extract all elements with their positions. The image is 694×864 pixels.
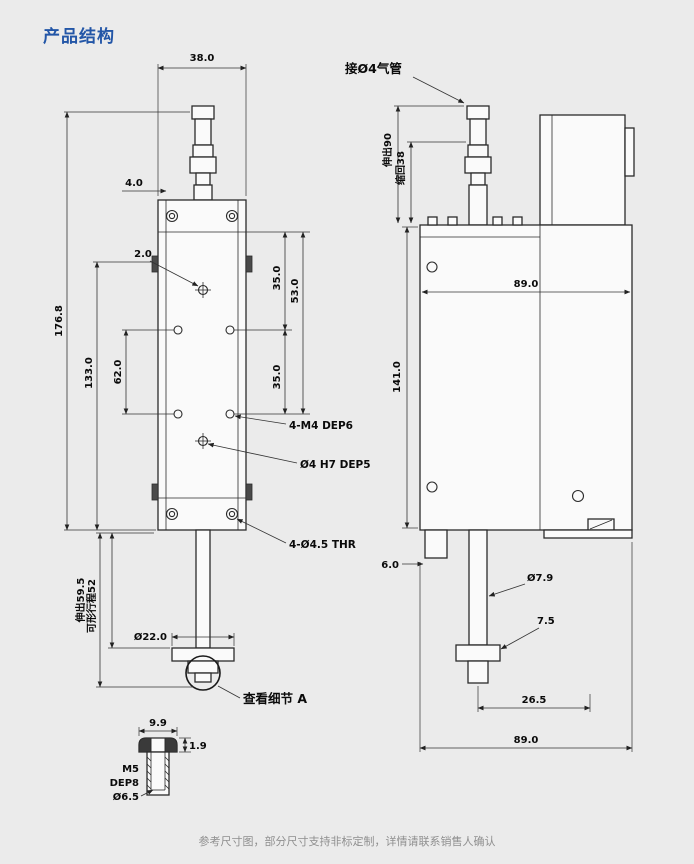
front-view: 38.0 176.8 133.0 4.0 2.0 62.0	[54, 53, 371, 706]
label-extend-stroke: 伸出59.5	[74, 578, 87, 624]
label-o4-h7-dep5: Ø4 H7 DEP5	[300, 459, 371, 471]
dim-body-height: 133.0	[84, 357, 95, 389]
front-corner-screws	[165, 209, 239, 521]
dim-side-height: 141.0	[392, 361, 403, 393]
dim-extend: 伸出90	[381, 133, 394, 168]
dim-step: 6.0	[381, 560, 399, 571]
front-rod	[195, 529, 211, 649]
link-view-detail-a: 查看细节 A	[242, 691, 307, 706]
side-motor-housing	[539, 114, 626, 226]
dim-detail-dia: Ø6.5	[113, 791, 139, 803]
side-screw-holes	[426, 261, 585, 503]
page-title: 产品结构	[43, 27, 115, 47]
dim-top-width: 38.0	[190, 53, 215, 64]
dim-hole-spacing: 62.0	[113, 360, 124, 385]
dim-shaft-offset: 26.5	[522, 695, 547, 706]
front-mount-holes	[173, 282, 235, 449]
front-air-fitting-icon	[189, 105, 217, 201]
dim-hole-offset: 2.0	[134, 249, 152, 260]
side-view: 接Ø4气管 伸出90 缩回38	[345, 61, 635, 752]
dim-offset-top: 4.0	[125, 178, 143, 189]
dim-retract: 缩回38	[394, 151, 407, 185]
dim-right-mid: 53.0	[290, 279, 301, 304]
dim-flange-thickness: 7.5	[537, 616, 555, 627]
label-4-o45-thr: 4-Ø4.5 THR	[289, 539, 356, 551]
label-4-m4-dep6: 4-M4 DEP6	[289, 420, 353, 432]
side-air-fitting-icon	[464, 105, 492, 226]
detail-a-view: 9.9 1.9 M5 DEP8 Ø6.5	[110, 718, 207, 803]
front-body	[157, 199, 247, 531]
label-detail-thread: M5	[122, 764, 139, 775]
dim-detail-lip: 1.9	[189, 741, 207, 752]
thread-hatch	[146, 756, 170, 790]
dim-flange-dia: Ø22.0	[134, 631, 167, 643]
front-flange	[171, 647, 235, 662]
detail-insert-body	[146, 751, 170, 796]
footer-note: 参考尺寸图，部分尺寸支持非标定制，详情请联系销售人确认	[198, 835, 496, 848]
dim-total-height: 176.8	[54, 305, 65, 337]
dim-shaft-dia: Ø7.9	[527, 572, 553, 584]
dim-side-width: 89.0	[514, 279, 539, 290]
dim-side-bottom-width: 89.0	[514, 735, 539, 746]
side-body	[419, 224, 633, 531]
dim-detail-width: 9.9	[149, 718, 167, 729]
side-flange	[455, 644, 501, 662]
label-air-tube: 接Ø4气管	[345, 61, 402, 76]
label-usable-stroke: 可形行程52	[85, 579, 98, 633]
label-detail-depth: DEP8	[110, 778, 139, 789]
dim-right-bottom: 35.0	[272, 365, 283, 390]
dim-right-top: 35.0	[272, 266, 283, 291]
detail-a-circle	[185, 655, 221, 691]
side-rod	[468, 529, 488, 646]
